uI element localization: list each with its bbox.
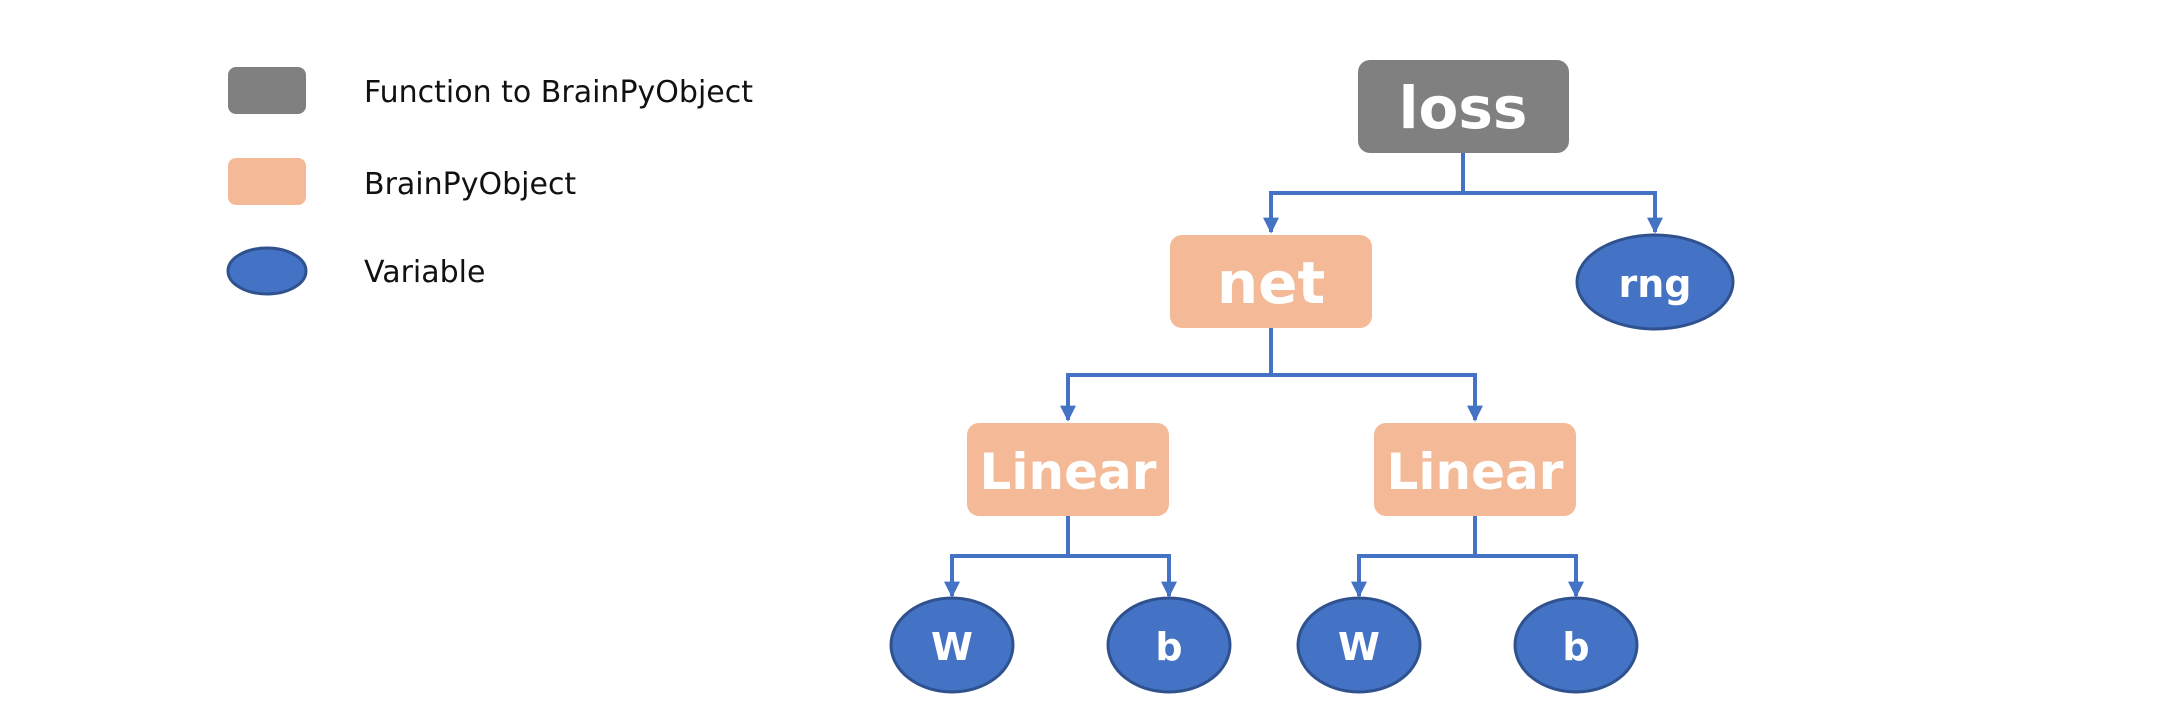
legend-object-label: BrainPyObject: [364, 167, 576, 202]
node-linear-left-label: Linear: [980, 443, 1157, 501]
node-w-right-label: W: [1338, 625, 1380, 669]
node-b-left: b: [1106, 596, 1232, 694]
node-loss-label: loss: [1399, 74, 1528, 142]
node-b-right-label: b: [1562, 625, 1589, 669]
node-net: net: [1170, 235, 1372, 328]
node-rng: rng: [1575, 233, 1735, 331]
legend-variable-label: Variable: [364, 255, 485, 290]
node-b-left-label: b: [1155, 625, 1182, 669]
edge-net-linear-right: [1269, 328, 1483, 422]
tree-edges: [944, 153, 1663, 598]
node-w-left: W: [889, 596, 1015, 694]
edge-linear-left-w: [944, 516, 1070, 598]
legend-variable-swatch: [226, 246, 308, 296]
node-net-label: net: [1217, 249, 1325, 317]
tree-nodes: loss net rng Linear Linear W: [889, 60, 1735, 694]
node-linear-right-label: Linear: [1387, 443, 1564, 501]
node-linear-left: Linear: [967, 423, 1169, 516]
edge-linear-left-b: [1066, 516, 1177, 598]
legend-function-swatch: [228, 67, 306, 114]
edge-net-linear-left: [1060, 328, 1273, 422]
node-w-right: W: [1296, 596, 1422, 694]
node-rng-label: rng: [1619, 262, 1692, 306]
legend-function-label: Function to BrainPyObject: [364, 75, 753, 110]
legend-object-swatch: [228, 158, 306, 205]
node-linear-right: Linear: [1374, 423, 1576, 516]
edge-loss-rng: [1461, 153, 1663, 234]
node-b-right: b: [1513, 596, 1639, 694]
node-w-left-label: W: [931, 625, 973, 669]
edge-linear-right-b: [1473, 516, 1584, 598]
edge-linear-right-w: [1351, 516, 1477, 598]
edge-loss-net: [1263, 153, 1465, 234]
legend: Function to BrainPyObject BrainPyObject …: [226, 67, 753, 296]
node-loss: loss: [1358, 60, 1569, 153]
